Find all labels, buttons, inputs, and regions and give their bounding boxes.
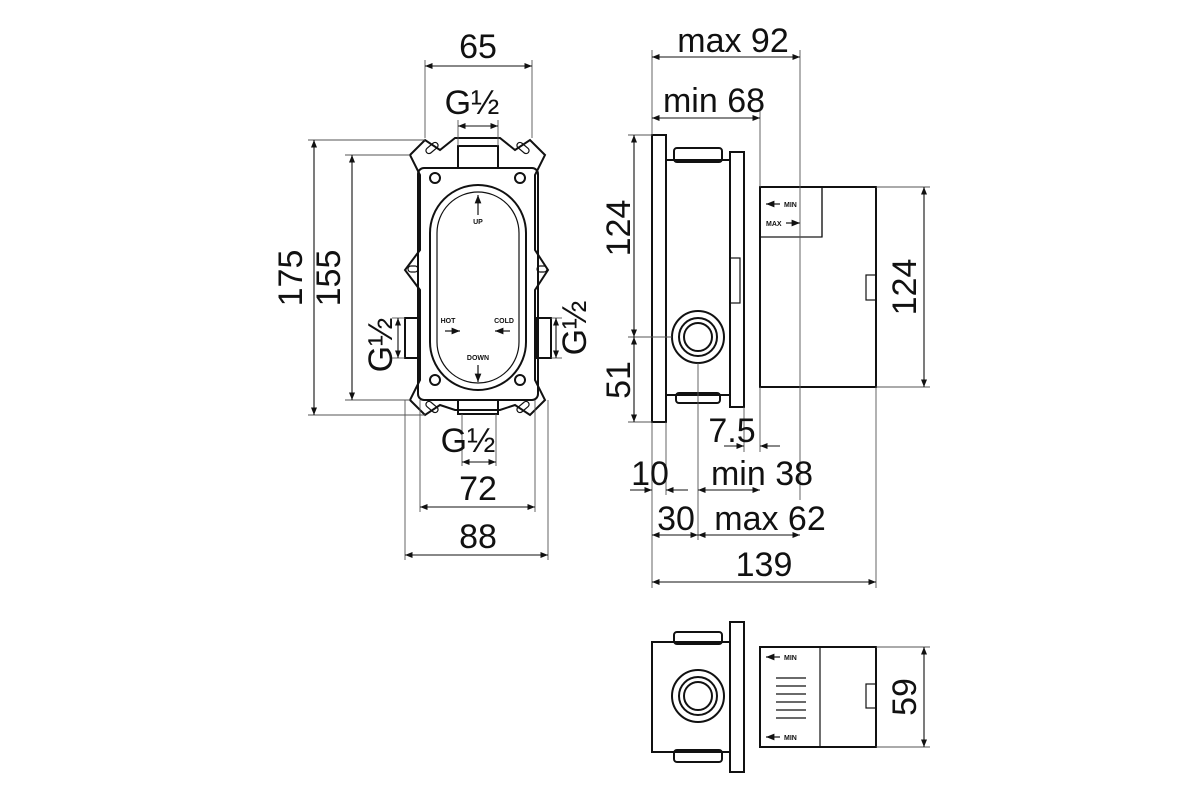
screw-hole	[514, 172, 526, 184]
bracket-slot	[425, 400, 439, 414]
dim-thread-left: G½	[362, 318, 400, 373]
label-min-top: MIN	[784, 655, 797, 662]
bottom-cap-notch	[865, 683, 877, 709]
dim-height-inner: 155	[310, 250, 348, 307]
bracket-slot	[516, 400, 530, 414]
dim-offset-30: 30	[657, 500, 695, 538]
front-right-port	[536, 317, 552, 359]
dim-bottom-height: 59	[886, 678, 924, 716]
dim-depth-max: max 92	[677, 22, 789, 60]
front-cartridge-inner	[436, 191, 520, 384]
dim-height-outer: 175	[272, 250, 310, 307]
screw-hole	[429, 374, 441, 386]
dim-lower-height: 51	[600, 361, 638, 399]
dim-max-62: max 62	[714, 500, 826, 538]
side-top-port	[673, 147, 723, 163]
side-mount-tab	[729, 257, 741, 304]
label-max: MAX	[766, 221, 782, 228]
bottom-body	[651, 641, 731, 753]
bottom-view-dimensions: 59	[876, 646, 930, 748]
dim-right-height: 124	[886, 259, 924, 316]
front-left-port	[404, 317, 420, 359]
dim-flange: 10	[631, 455, 669, 493]
side-cap-step	[759, 186, 823, 238]
side-flange	[651, 134, 667, 423]
side-view-dimensions: max 92 min 68 124 51 124 7.5 10	[600, 22, 930, 588]
dim-width-inner: 72	[459, 470, 497, 508]
bottom-view: MIN MIN	[651, 621, 877, 773]
dim-upper-height: 124	[600, 200, 638, 257]
front-bottom-port	[457, 399, 499, 415]
front-view-dimensions: 65 G½ 175 155 G½ G½ G½ 72	[272, 28, 594, 560]
dim-depth-min: min 68	[663, 82, 765, 120]
label-down: DOWN	[467, 355, 489, 362]
front-top-port	[457, 145, 499, 169]
label-up: UP	[473, 219, 483, 226]
bottom-cap-step	[759, 646, 821, 748]
label-cold: COLD	[494, 318, 514, 325]
bottom-cap	[759, 646, 877, 748]
side-cap	[759, 186, 877, 388]
bottom-inlet-outer	[671, 669, 725, 723]
bottom-inlet-inner	[683, 681, 713, 711]
dim-total-depth: 139	[736, 546, 793, 584]
dim-offset-small: 7.5	[708, 412, 755, 450]
screw-hole	[514, 374, 526, 386]
dim-width-outer: 88	[459, 518, 497, 556]
bottom-mount-plate	[729, 621, 745, 773]
bracket-slot	[425, 141, 439, 155]
dim-top-width: 65	[459, 28, 497, 66]
dim-thread-bottom: G½	[441, 422, 496, 460]
bottom-top-port	[673, 631, 723, 645]
side-inlet-inner	[683, 322, 713, 352]
front-cartridge-window	[429, 184, 527, 391]
bracket-slot	[516, 141, 530, 155]
screw-hole	[429, 172, 441, 184]
bottom-inlet-mid	[678, 676, 718, 716]
side-cap-notch	[865, 274, 877, 301]
dim-thread-top: G½	[445, 84, 500, 122]
side-inlet-mid	[678, 317, 718, 357]
bracket-slot	[536, 265, 548, 273]
bottom-bottom-port	[673, 749, 723, 763]
bracket-slot	[407, 265, 419, 273]
side-mount-plate	[729, 151, 745, 408]
label-hot: HOT	[441, 318, 457, 325]
side-body	[665, 159, 731, 396]
label-min: MIN	[784, 202, 797, 209]
dim-thread-right: G½	[556, 301, 594, 356]
label-min-bottom: MIN	[784, 735, 797, 742]
dim-min-38: min 38	[711, 455, 813, 493]
side-view: MIN MAX	[651, 134, 877, 423]
front-view: UP DOWN HOT COLD	[403, 137, 552, 417]
